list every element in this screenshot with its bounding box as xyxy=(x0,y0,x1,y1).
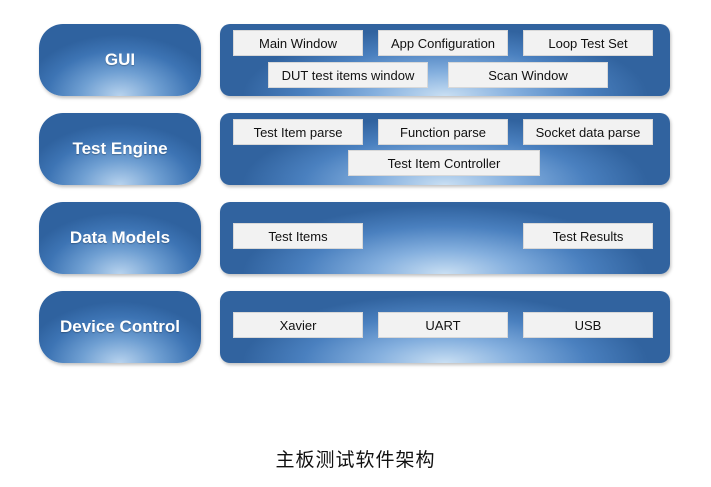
layer-label-device-control: Device Control xyxy=(39,291,201,363)
module-usb: USB xyxy=(523,312,653,338)
layer-label-data-models: Data Models xyxy=(39,202,201,274)
module-xavier: Xavier xyxy=(233,312,363,338)
layer-panel-gui: Main Window App Configuration Loop Test … xyxy=(220,24,670,96)
module-socket-data-parse: Socket data parse xyxy=(523,119,653,145)
layer-panel-data-models: Test Items Test Results xyxy=(220,202,670,274)
layer-panel-device-control: Xavier UART USB xyxy=(220,291,670,363)
module-main-window: Main Window xyxy=(233,30,363,56)
module-scan-window: Scan Window xyxy=(448,62,608,88)
module-dut-test-items-window: DUT test items window xyxy=(268,62,428,88)
module-test-results: Test Results xyxy=(523,223,653,249)
module-function-parse: Function parse xyxy=(378,119,508,145)
layer-panel-test-engine: Test Item parse Function parse Socket da… xyxy=(220,113,670,185)
module-test-item-parse: Test Item parse xyxy=(233,119,363,145)
layer-label-test-engine: Test Engine xyxy=(39,113,201,185)
module-test-item-controller: Test Item Controller xyxy=(348,150,540,176)
layer-label-gui: GUI xyxy=(39,24,201,96)
module-uart: UART xyxy=(378,312,508,338)
diagram-caption: 主板测试软件架构 xyxy=(275,449,436,471)
module-app-configuration: App Configuration xyxy=(378,30,508,56)
module-test-items: Test Items xyxy=(233,223,363,249)
module-loop-test-set: Loop Test Set xyxy=(523,30,653,56)
